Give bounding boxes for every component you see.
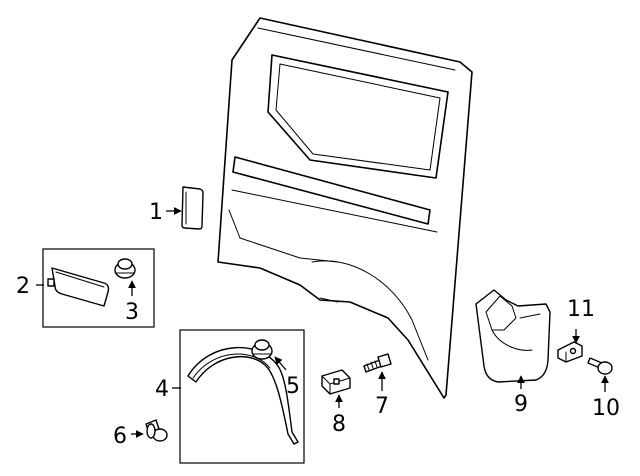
callout-8: 8 <box>332 412 346 437</box>
part-6-push-pin <box>145 419 168 442</box>
callout-5: 5 <box>286 374 300 399</box>
part-8-retainer <box>321 369 351 395</box>
group-box-2-3 <box>42 248 155 328</box>
group-box-4-5 <box>179 329 305 464</box>
callout-7: 7 <box>375 394 389 419</box>
part-7-bolt <box>363 353 392 373</box>
callout-11: 11 <box>567 297 595 322</box>
part-1-cover-plate <box>181 186 204 230</box>
part-3-clip <box>114 258 136 279</box>
callout-6: 6 <box>113 424 127 449</box>
callout-10: 10 <box>592 396 620 421</box>
callout-3: 3 <box>125 300 139 325</box>
callout-9: 9 <box>514 392 528 417</box>
part-10-screw <box>587 357 613 375</box>
callout-1: 1 <box>149 200 163 225</box>
part-9-mud-flap <box>475 289 551 383</box>
part-2-molding <box>47 267 110 307</box>
callout-2: 2 <box>16 274 30 299</box>
part-4-wheel-opening-molding <box>187 347 299 445</box>
part-5-clip <box>251 339 273 360</box>
leader-5 <box>274 356 287 371</box>
van-side-panel <box>217 17 473 399</box>
part-11-clip-nut <box>557 341 583 363</box>
callout-4: 4 <box>155 377 169 402</box>
